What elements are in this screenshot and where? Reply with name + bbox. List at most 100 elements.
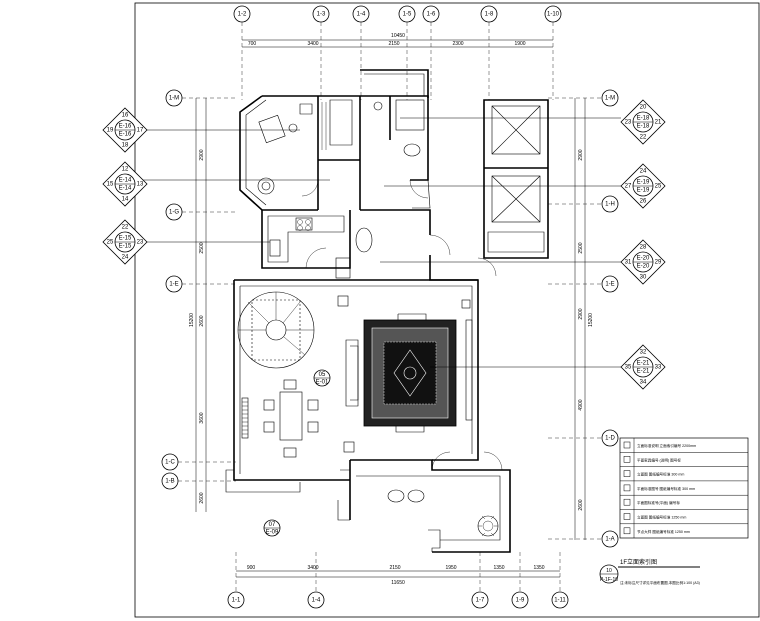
- elevation-number: 35: [625, 365, 632, 371]
- legend-symbol-icon: [623, 484, 631, 492]
- elevation-number: 33: [655, 365, 662, 371]
- legend-symbol-icon: [623, 470, 631, 477]
- elevation-number: 15: [107, 182, 114, 188]
- grid-label: 1-2: [238, 12, 247, 18]
- bottom-dim: 1350: [533, 565, 544, 571]
- grid-label: 1-1: [232, 598, 241, 604]
- grid-bubble-right: 1-H: [601, 195, 619, 213]
- elevation-number: 24: [122, 255, 129, 261]
- section-number: 07: [269, 522, 276, 528]
- legend-symbol-icon: [623, 513, 631, 520]
- elevation-number: 16: [122, 113, 129, 119]
- elevation-number: 14: [122, 197, 129, 203]
- right-dim: 2900: [578, 308, 584, 319]
- elevation-sheet-ref: E-18: [637, 116, 650, 122]
- grid-bubble-left: 1-G: [165, 203, 183, 221]
- grid-bubble-top: 1-2: [233, 5, 251, 23]
- grid-label: 1-4: [357, 12, 366, 18]
- grid-label: 1-8: [485, 12, 494, 18]
- elevation-number: 20: [640, 105, 647, 111]
- title-code: P-1F-10: [600, 577, 618, 583]
- elevation-number: 22: [640, 135, 647, 141]
- grid-bubble-right: 1-M: [601, 89, 619, 107]
- legend-text: 立面图 图纸编号标准 1250 mm: [637, 515, 686, 520]
- right-dim: 2600: [578, 499, 584, 510]
- bottom-dimension-chain: 900 3400 2150 1950 1350 1350 11650: [236, 565, 560, 586]
- grid-label: 1-D: [605, 436, 615, 442]
- title-number: 10: [606, 568, 612, 574]
- grid-label: 1-M: [605, 96, 615, 102]
- bottom-dim: 3400: [307, 565, 318, 571]
- legend-text: 平面标准图号 图纸编号标准 300 mm: [637, 486, 695, 491]
- grid-label: 1-3: [317, 12, 326, 18]
- title-block: 1F立面索引图 10 P-1F-10 注:未标注尺寸详见平面布置图,本图比例1:…: [599, 558, 700, 585]
- right-dim: 2900: [578, 149, 584, 160]
- grid-bubble-top: 1-5: [398, 5, 416, 23]
- left-overall-dim: 15200: [189, 313, 195, 327]
- section-sheet-ref: E-09: [266, 530, 279, 536]
- elevation-number: 24: [640, 169, 647, 175]
- top-overall-dim: 10450: [391, 33, 405, 39]
- left-dim: 2600: [199, 492, 205, 503]
- grid-bubble-top: 1-4: [352, 5, 370, 23]
- elevation-sheet-ref: E-19: [637, 180, 650, 186]
- top-dim: 2150: [388, 41, 399, 47]
- elevation-number: 29: [655, 260, 662, 266]
- elevation-sheet-ref: E-21: [637, 361, 650, 367]
- grid-label: 1-A: [605, 537, 614, 543]
- title-note: 注:未标注尺寸详见平面布置图,本图比例1:100 (A3): [620, 580, 700, 585]
- elevation-number: 26: [640, 199, 647, 205]
- elevation-sheet-ref: E-20: [637, 256, 650, 262]
- right-dim: 2500: [578, 242, 584, 253]
- elevation-sheet-ref: E-15: [119, 236, 132, 242]
- elevation-number: 17: [137, 128, 144, 134]
- elevation-number: 27: [625, 184, 632, 190]
- elevation-number: 31: [625, 260, 632, 266]
- elevation-number: 22: [122, 225, 129, 231]
- grid-label: 1-H: [605, 202, 615, 208]
- elevation-number: 30: [640, 275, 647, 281]
- elevation-number: 32: [640, 350, 647, 356]
- legend-text: 平面家具编号 (说明) 图号标: [637, 457, 681, 462]
- bottom-dim: 2150: [389, 565, 400, 571]
- grid-label: 1-11: [554, 598, 566, 604]
- grid-bubble-top: 1-6: [422, 5, 440, 23]
- right-dim: 4900: [578, 399, 584, 410]
- grid-bubble-top: 1-10: [544, 5, 562, 23]
- elevation-sheet-ref: E-20: [637, 264, 650, 270]
- grid-bubble-right: 1-A: [601, 530, 619, 548]
- grid-label: 1-9: [516, 598, 525, 604]
- legend-symbol-icon: [623, 527, 631, 535]
- bottom-dim: 1950: [445, 565, 456, 571]
- grid-label: 1-4: [312, 598, 321, 604]
- top-dimension-chain: 10450 700 3400 2150 2300 1900: [242, 33, 553, 48]
- grid-label: 1-C: [165, 460, 175, 466]
- elevation-pointer-lines: [142, 117, 621, 368]
- top-dim: 2300: [452, 41, 463, 47]
- elevation-sheet-ref: E-21: [637, 369, 650, 375]
- grid-label: 1-M: [169, 96, 179, 102]
- grid-label: 1-10: [547, 12, 560, 18]
- bottom-dim: 900: [247, 565, 256, 571]
- legend-text: 立面标准说明 立面索引编号 2200mm: [637, 443, 696, 448]
- elevation-number: 25: [655, 184, 662, 190]
- right-overall-dim: 15200: [588, 313, 594, 327]
- bottom-dim: 1350: [493, 565, 504, 571]
- elevation-sheet-ref: E-16: [119, 124, 132, 130]
- grid-label: 1-E: [605, 282, 614, 288]
- elevation-number: 28: [640, 245, 647, 251]
- sheet-border: [134, 2, 760, 618]
- elevation-sheet-ref: E-15: [119, 244, 132, 250]
- elevation-number: 19: [107, 128, 114, 134]
- left-dim: 2500: [199, 242, 205, 253]
- left-dim: 2900: [199, 149, 205, 160]
- elevation-number: 18: [122, 143, 129, 149]
